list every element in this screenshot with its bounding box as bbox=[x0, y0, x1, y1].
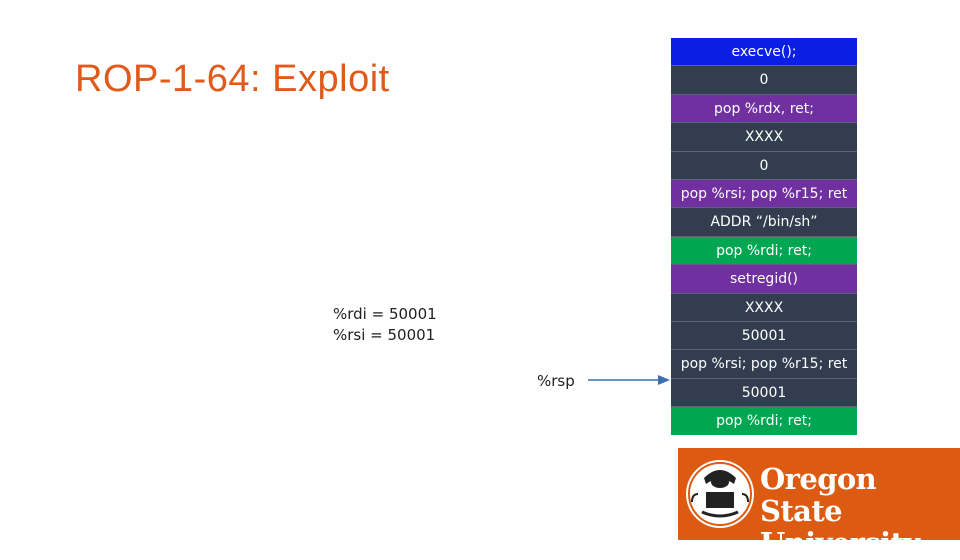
stack-cell: pop %rdi; ret; bbox=[671, 236, 857, 266]
logo-line1: Oregon State bbox=[760, 462, 877, 528]
stack-cell: XXXX bbox=[671, 293, 857, 322]
osu-logo: Oregon State University bbox=[678, 448, 960, 559]
rsp-label: %rsp bbox=[537, 372, 575, 390]
slide-title: ROP-1-64: Exploit bbox=[75, 58, 390, 100]
beaver-seal-icon bbox=[686, 460, 754, 528]
stack-cell: 0 bbox=[671, 151, 857, 180]
logo-wordmark: Oregon State University bbox=[760, 463, 960, 559]
stack-cell: pop %rsi; pop %r15; ret bbox=[671, 179, 857, 209]
stack-cell: pop %rdx, ret; bbox=[671, 94, 857, 124]
register-values: %rdi = 50001 %rsi = 50001 bbox=[333, 304, 437, 346]
rsi-value: %rsi = 50001 bbox=[333, 326, 436, 344]
stack-cell: pop %rsi; pop %r15; ret bbox=[671, 350, 857, 379]
stack-cell: execve(); bbox=[671, 38, 857, 67]
stack-cell: pop %rdi; ret; bbox=[671, 407, 857, 436]
stack-cell: XXXX bbox=[671, 123, 857, 152]
stack-cell: 0 bbox=[671, 66, 857, 95]
stack-cell: 50001 bbox=[671, 321, 857, 351]
stack-cell: ADDR “/bin/sh” bbox=[671, 208, 857, 237]
rsp-pointer-arrow-icon bbox=[588, 375, 670, 385]
rdi-value: %rdi = 50001 bbox=[333, 305, 437, 323]
logo-line2: University bbox=[760, 526, 920, 560]
stack-cell: 50001 bbox=[671, 378, 857, 408]
stack-cell: setregid() bbox=[671, 265, 857, 294]
